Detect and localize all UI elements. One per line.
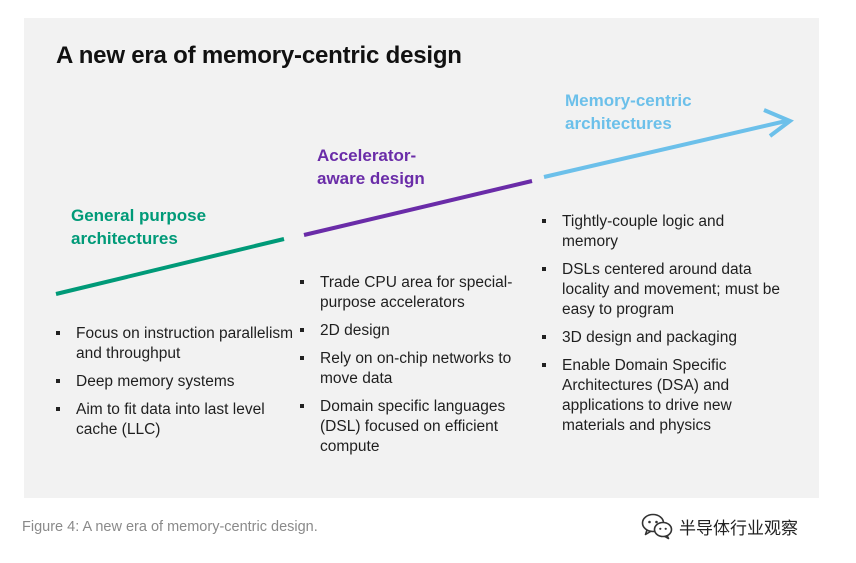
bullet-icon bbox=[300, 328, 304, 332]
list-item: 3D design and packaging bbox=[542, 328, 782, 348]
point-text: Deep memory systems bbox=[76, 373, 235, 390]
list-item: Enable Domain Specific Architectures (DS… bbox=[542, 356, 782, 436]
phase-1-label: General purpose architectures bbox=[71, 204, 206, 250]
point-text: Enable Domain Specific Architectures (DS… bbox=[562, 357, 732, 434]
watermark: 半导体行业观察 bbox=[641, 512, 798, 540]
list-item: Rely on on-chip networks to move data bbox=[300, 349, 540, 389]
phase-3-line bbox=[543, 119, 787, 179]
phase-1-line bbox=[55, 237, 285, 296]
phase-1-label-line2: architectures bbox=[71, 229, 178, 248]
phase-1-points: Focus on instruction parallelism and thr… bbox=[56, 324, 296, 448]
phase-3-label: Memory-centric architectures bbox=[565, 89, 692, 135]
point-text: 3D design and packaging bbox=[562, 329, 737, 346]
list-item: Tightly-couple logic and memory bbox=[542, 212, 782, 252]
bullet-icon bbox=[542, 267, 546, 271]
point-text: 2D design bbox=[320, 322, 390, 339]
point-text: Tightly-couple logic and memory bbox=[562, 213, 725, 250]
point-text: Rely on on-chip networks to move data bbox=[320, 350, 512, 387]
point-text: Aim to fit data into last level cache (L… bbox=[76, 401, 265, 438]
list-item: 2D design bbox=[300, 321, 540, 341]
phase-2-line bbox=[303, 179, 533, 237]
bullet-icon bbox=[300, 404, 304, 408]
point-text: Trade CPU area for special-purpose accel… bbox=[320, 274, 513, 311]
point-text: Domain specific languages (DSL) focused … bbox=[320, 398, 506, 455]
bullet-icon bbox=[300, 356, 304, 360]
point-text: DSLs centered around data locality and m… bbox=[562, 261, 780, 318]
phase-2-points: Trade CPU area for special-purpose accel… bbox=[300, 273, 540, 465]
bullet-icon bbox=[56, 331, 60, 335]
phase-2-label-line2: aware design bbox=[317, 169, 425, 188]
bullet-icon bbox=[56, 379, 60, 383]
phase-2-label: Accelerator- aware design bbox=[317, 144, 425, 190]
figure-caption: Figure 4: A new era of memory-centric de… bbox=[22, 519, 318, 535]
figure-panel: A new era of memory-centric design Gener… bbox=[24, 18, 819, 498]
phase-3-label-line2: architectures bbox=[565, 114, 672, 133]
phase-2-label-line1: Accelerator- bbox=[317, 146, 417, 165]
list-item: DSLs centered around data locality and m… bbox=[542, 260, 782, 320]
phase-3-arrowhead bbox=[763, 108, 794, 138]
wechat-icon bbox=[641, 513, 673, 540]
list-item: Deep memory systems bbox=[56, 372, 296, 392]
phase-3-points: Tightly-couple logic and memory DSLs cen… bbox=[542, 212, 782, 444]
phase-3-label-line1: Memory-centric bbox=[565, 91, 692, 110]
list-item: Domain specific languages (DSL) focused … bbox=[300, 397, 540, 457]
figure-title: A new era of memory-centric design bbox=[56, 42, 462, 69]
bullet-icon bbox=[542, 335, 546, 339]
bullet-icon bbox=[542, 219, 546, 223]
list-item: Focus on instruction parallelism and thr… bbox=[56, 324, 296, 364]
bullet-icon bbox=[56, 407, 60, 411]
watermark-text: 半导体行业观察 bbox=[679, 518, 798, 538]
phase-1-label-line1: General purpose bbox=[71, 206, 207, 225]
list-item: Trade CPU area for special-purpose accel… bbox=[300, 273, 540, 313]
bullet-icon bbox=[300, 280, 304, 284]
progression-arrows bbox=[55, 108, 794, 296]
list-item: Aim to fit data into last level cache (L… bbox=[56, 400, 296, 440]
point-text: Focus on instruction parallelism and thr… bbox=[76, 325, 294, 362]
bullet-icon bbox=[542, 363, 546, 367]
